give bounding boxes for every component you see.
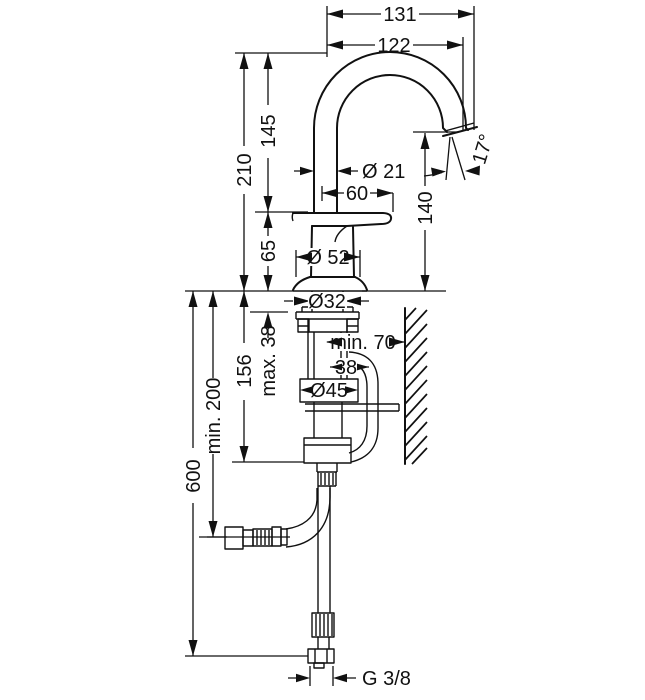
dim-handle-reach: 60	[321, 183, 394, 212]
dim-below-deck-height: 156	[232, 291, 304, 463]
dim-label-outlet-angle: 17°	[468, 132, 498, 167]
dim-hose-length: 600	[183, 291, 308, 657]
dim-label-handle-reach: 60	[346, 183, 368, 205]
dim-base-height: 65	[258, 212, 280, 291]
dim-shank-diameter: Ø32	[284, 291, 369, 313]
dim-label-total-height: 210	[234, 153, 256, 186]
dim-label-max-deck-thickness: max. 38	[258, 325, 280, 396]
dim-label-hose-wall-offset: 38	[335, 357, 357, 379]
dim-label-valve-body-diameter: Ø45	[310, 380, 348, 402]
dim-label-inner-projection: 122	[377, 35, 410, 57]
dim-label-connection-thread: G 3/8	[362, 668, 411, 690]
dim-hose-wall-offset: 38	[330, 357, 369, 379]
wall-section	[404, 307, 428, 465]
dim-outlet-height: 140	[413, 131, 458, 291]
dim-outlet-angle: 17°	[423, 132, 498, 181]
dim-outer-projection: 131	[326, 4, 475, 130]
dim-base-diameter: Ø 52	[295, 247, 361, 277]
dim-spout-tube-diameter: Ø 21	[294, 161, 405, 183]
dim-label-base-diameter: Ø 52	[306, 247, 349, 269]
dim-inner-projection: 122	[327, 35, 464, 130]
faucet-outline	[291, 51, 478, 292]
dim-spout-height: 145	[258, 53, 280, 212]
dim-connection-thread: G 3/8	[288, 666, 411, 690]
dim-max-deck-thickness: max. 38	[250, 311, 288, 397]
dim-label-below-deck-height: 156	[234, 354, 256, 387]
dim-wall-clearance: min. 70	[326, 332, 405, 354]
dim-label-outer-projection: 131	[383, 4, 416, 26]
dim-label-base-height: 65	[258, 240, 280, 262]
dim-label-spout-tube-diameter: Ø 21	[362, 161, 405, 183]
dim-hose-min-clearance: min. 200	[199, 291, 227, 538]
dim-label-spout-height: 145	[258, 114, 280, 147]
dim-reference-ticks	[235, 52, 327, 213]
dim-label-shank-diameter: Ø32	[308, 291, 346, 313]
dim-valve-body-diameter: Ø45	[300, 380, 358, 402]
dim-label-outlet-height: 140	[415, 191, 437, 224]
supply-hoses	[207, 351, 379, 669]
dim-label-hose-length: 600	[183, 459, 205, 492]
dim-total-height: 210	[234, 53, 256, 291]
dim-label-hose-min-clearance: min. 200	[203, 378, 225, 455]
dim-label-wall-clearance: min. 70	[330, 332, 396, 354]
